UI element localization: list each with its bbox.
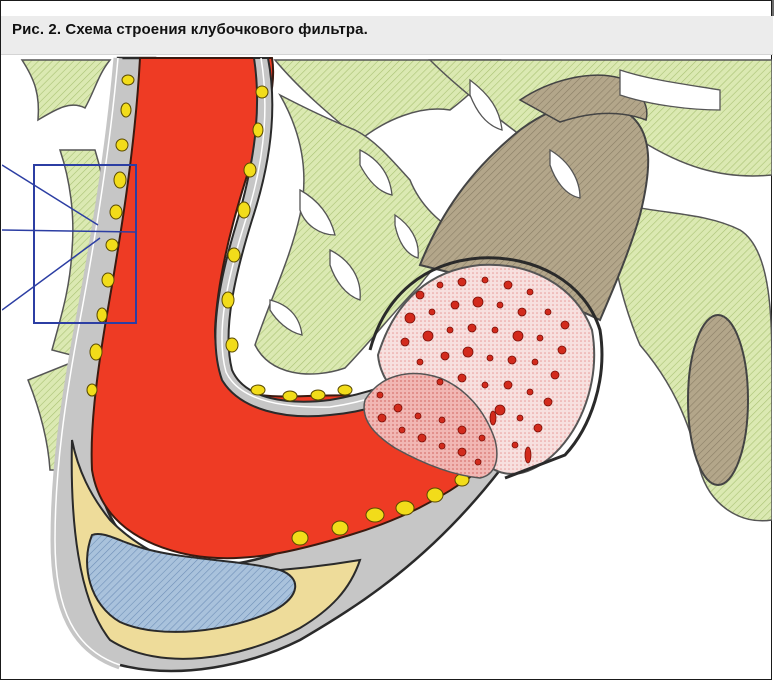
glomerular-filter-diagram (0, 0, 774, 682)
